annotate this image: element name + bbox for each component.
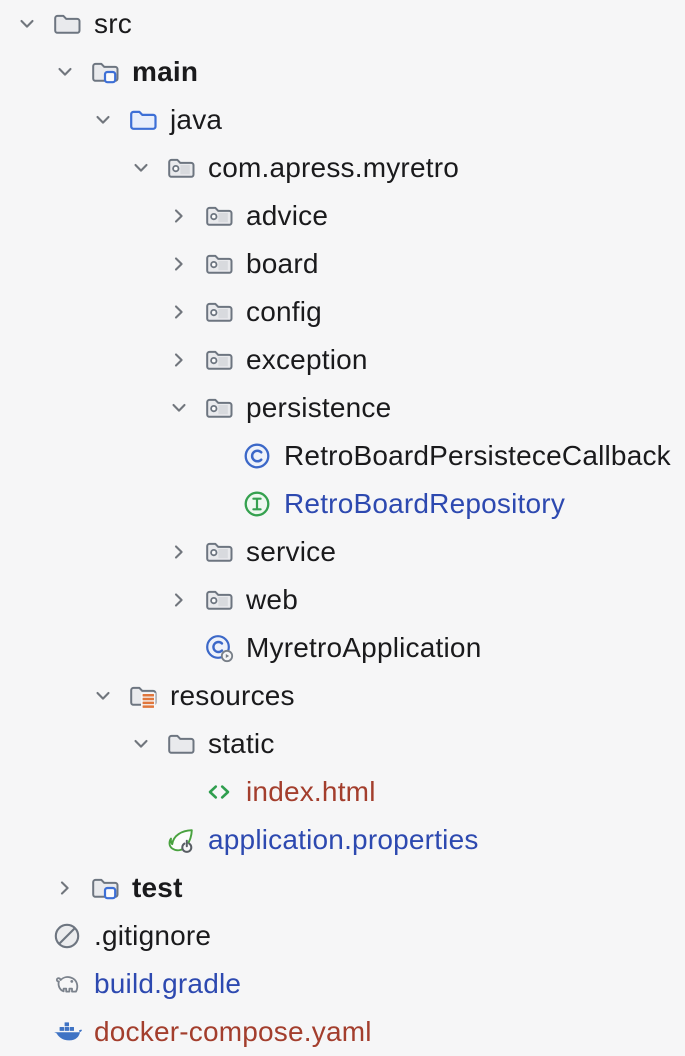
chevron-down-icon[interactable] <box>92 109 114 131</box>
tree-item-label[interactable]: service <box>246 536 337 567</box>
tree-item-label[interactable]: MyretroApplication <box>246 632 482 663</box>
tree-item-label[interactable]: static <box>208 728 275 759</box>
tree-item-label[interactable]: src <box>94 8 132 39</box>
chevron-down-icon[interactable] <box>130 733 152 755</box>
package-icon <box>204 393 234 423</box>
html-file-icon <box>204 777 234 807</box>
tree-item-myretro-application[interactable]: MyretroApplication <box>0 624 685 672</box>
tree-item-label[interactable]: docker-compose.yaml <box>94 1016 372 1047</box>
tree-item-label[interactable]: build.gradle <box>94 968 242 999</box>
class-icon <box>242 441 272 471</box>
tree-item-java[interactable]: java <box>0 96 685 144</box>
tree-item-resources[interactable]: resources <box>0 672 685 720</box>
package-icon <box>204 297 234 327</box>
gradle-file-icon <box>52 969 82 999</box>
tree-item-label[interactable]: persistence <box>246 392 392 423</box>
tree-item-label[interactable]: RetroBoardRepository <box>284 488 566 519</box>
chevron-spacer <box>206 493 228 515</box>
chevron-right-icon[interactable] <box>168 301 190 323</box>
java-source-folder-icon <box>128 105 158 135</box>
chevron-spacer <box>16 973 38 995</box>
tree-item-gitignore[interactable]: .gitignore <box>0 912 685 960</box>
chevron-spacer <box>16 925 38 947</box>
runnable-class-icon <box>204 633 234 663</box>
interface-icon <box>242 489 272 519</box>
chevron-right-icon[interactable] <box>168 349 190 371</box>
tree-item-com-apress-myretro[interactable]: com.apress.myretro <box>0 144 685 192</box>
tree-item-label[interactable]: RetroBoardPersisteceCallback <box>284 440 671 471</box>
tree-item-config[interactable]: config <box>0 288 685 336</box>
chevron-right-icon[interactable] <box>168 541 190 563</box>
chevron-right-icon[interactable] <box>168 205 190 227</box>
chevron-down-icon[interactable] <box>16 13 38 35</box>
tree-item-label[interactable]: resources <box>170 680 295 711</box>
resources-folder-icon <box>128 681 158 711</box>
tree-item-web[interactable]: web <box>0 576 685 624</box>
tree-item-retro-board-repository[interactable]: RetroBoardRepository <box>0 480 685 528</box>
spring-properties-icon <box>166 825 196 855</box>
package-icon <box>204 201 234 231</box>
tree-item-docker-compose-yaml[interactable]: docker-compose.yaml <box>0 1008 685 1056</box>
chevron-down-icon[interactable] <box>130 157 152 179</box>
tree-item-service[interactable]: service <box>0 528 685 576</box>
tree-item-label[interactable]: .gitignore <box>94 920 212 951</box>
tree-item-board[interactable]: board <box>0 240 685 288</box>
tree-item-retro-board-persistece-callback[interactable]: RetroBoardPersisteceCallback <box>0 432 685 480</box>
tree-item-label[interactable]: config <box>246 296 322 327</box>
tree-item-label[interactable]: web <box>246 584 298 615</box>
tree-item-label[interactable]: application.properties <box>208 824 479 855</box>
chevron-right-icon[interactable] <box>54 877 76 899</box>
package-icon <box>204 345 234 375</box>
tree-item-label[interactable]: board <box>246 248 319 279</box>
chevron-spacer <box>206 445 228 467</box>
tree-item-label[interactable]: main <box>132 56 199 87</box>
chevron-down-icon[interactable] <box>54 61 76 83</box>
tree-item-advice[interactable]: advice <box>0 192 685 240</box>
test-root-folder-icon <box>90 873 120 903</box>
tree-item-persistence[interactable]: persistence <box>0 384 685 432</box>
tree-item-label[interactable]: test <box>132 872 183 903</box>
tree-item-label[interactable]: java <box>170 104 223 135</box>
ignored-file-icon <box>52 921 82 951</box>
tree-item-application-properties[interactable]: application.properties <box>0 816 685 864</box>
source-root-folder-icon <box>90 57 120 87</box>
tree-item-src[interactable]: src <box>0 0 685 48</box>
tree-item-label[interactable]: index.html <box>246 776 376 807</box>
chevron-spacer <box>168 781 190 803</box>
tree-item-exception[interactable]: exception <box>0 336 685 384</box>
package-icon <box>204 537 234 567</box>
tree-item-test[interactable]: test <box>0 864 685 912</box>
tree-item-label[interactable]: com.apress.myretro <box>208 152 459 183</box>
tree-item-build-gradle[interactable]: build.gradle <box>0 960 685 1008</box>
tree-item-static[interactable]: static <box>0 720 685 768</box>
tree-item-index-html[interactable]: index.html <box>0 768 685 816</box>
chevron-down-icon[interactable] <box>168 397 190 419</box>
package-icon <box>166 153 196 183</box>
folder-icon <box>52 9 82 39</box>
chevron-right-icon[interactable] <box>168 253 190 275</box>
chevron-spacer <box>130 829 152 851</box>
package-icon <box>204 585 234 615</box>
tree-item-label[interactable]: advice <box>246 200 329 231</box>
chevron-right-icon[interactable] <box>168 589 190 611</box>
package-icon <box>204 249 234 279</box>
chevron-spacer <box>16 1021 38 1043</box>
folder-icon <box>166 729 196 759</box>
tree-item-label[interactable]: exception <box>246 344 368 375</box>
tree-item-main[interactable]: main <box>0 48 685 96</box>
docker-file-icon <box>52 1017 82 1047</box>
chevron-spacer <box>168 637 190 659</box>
chevron-down-icon[interactable] <box>92 685 114 707</box>
